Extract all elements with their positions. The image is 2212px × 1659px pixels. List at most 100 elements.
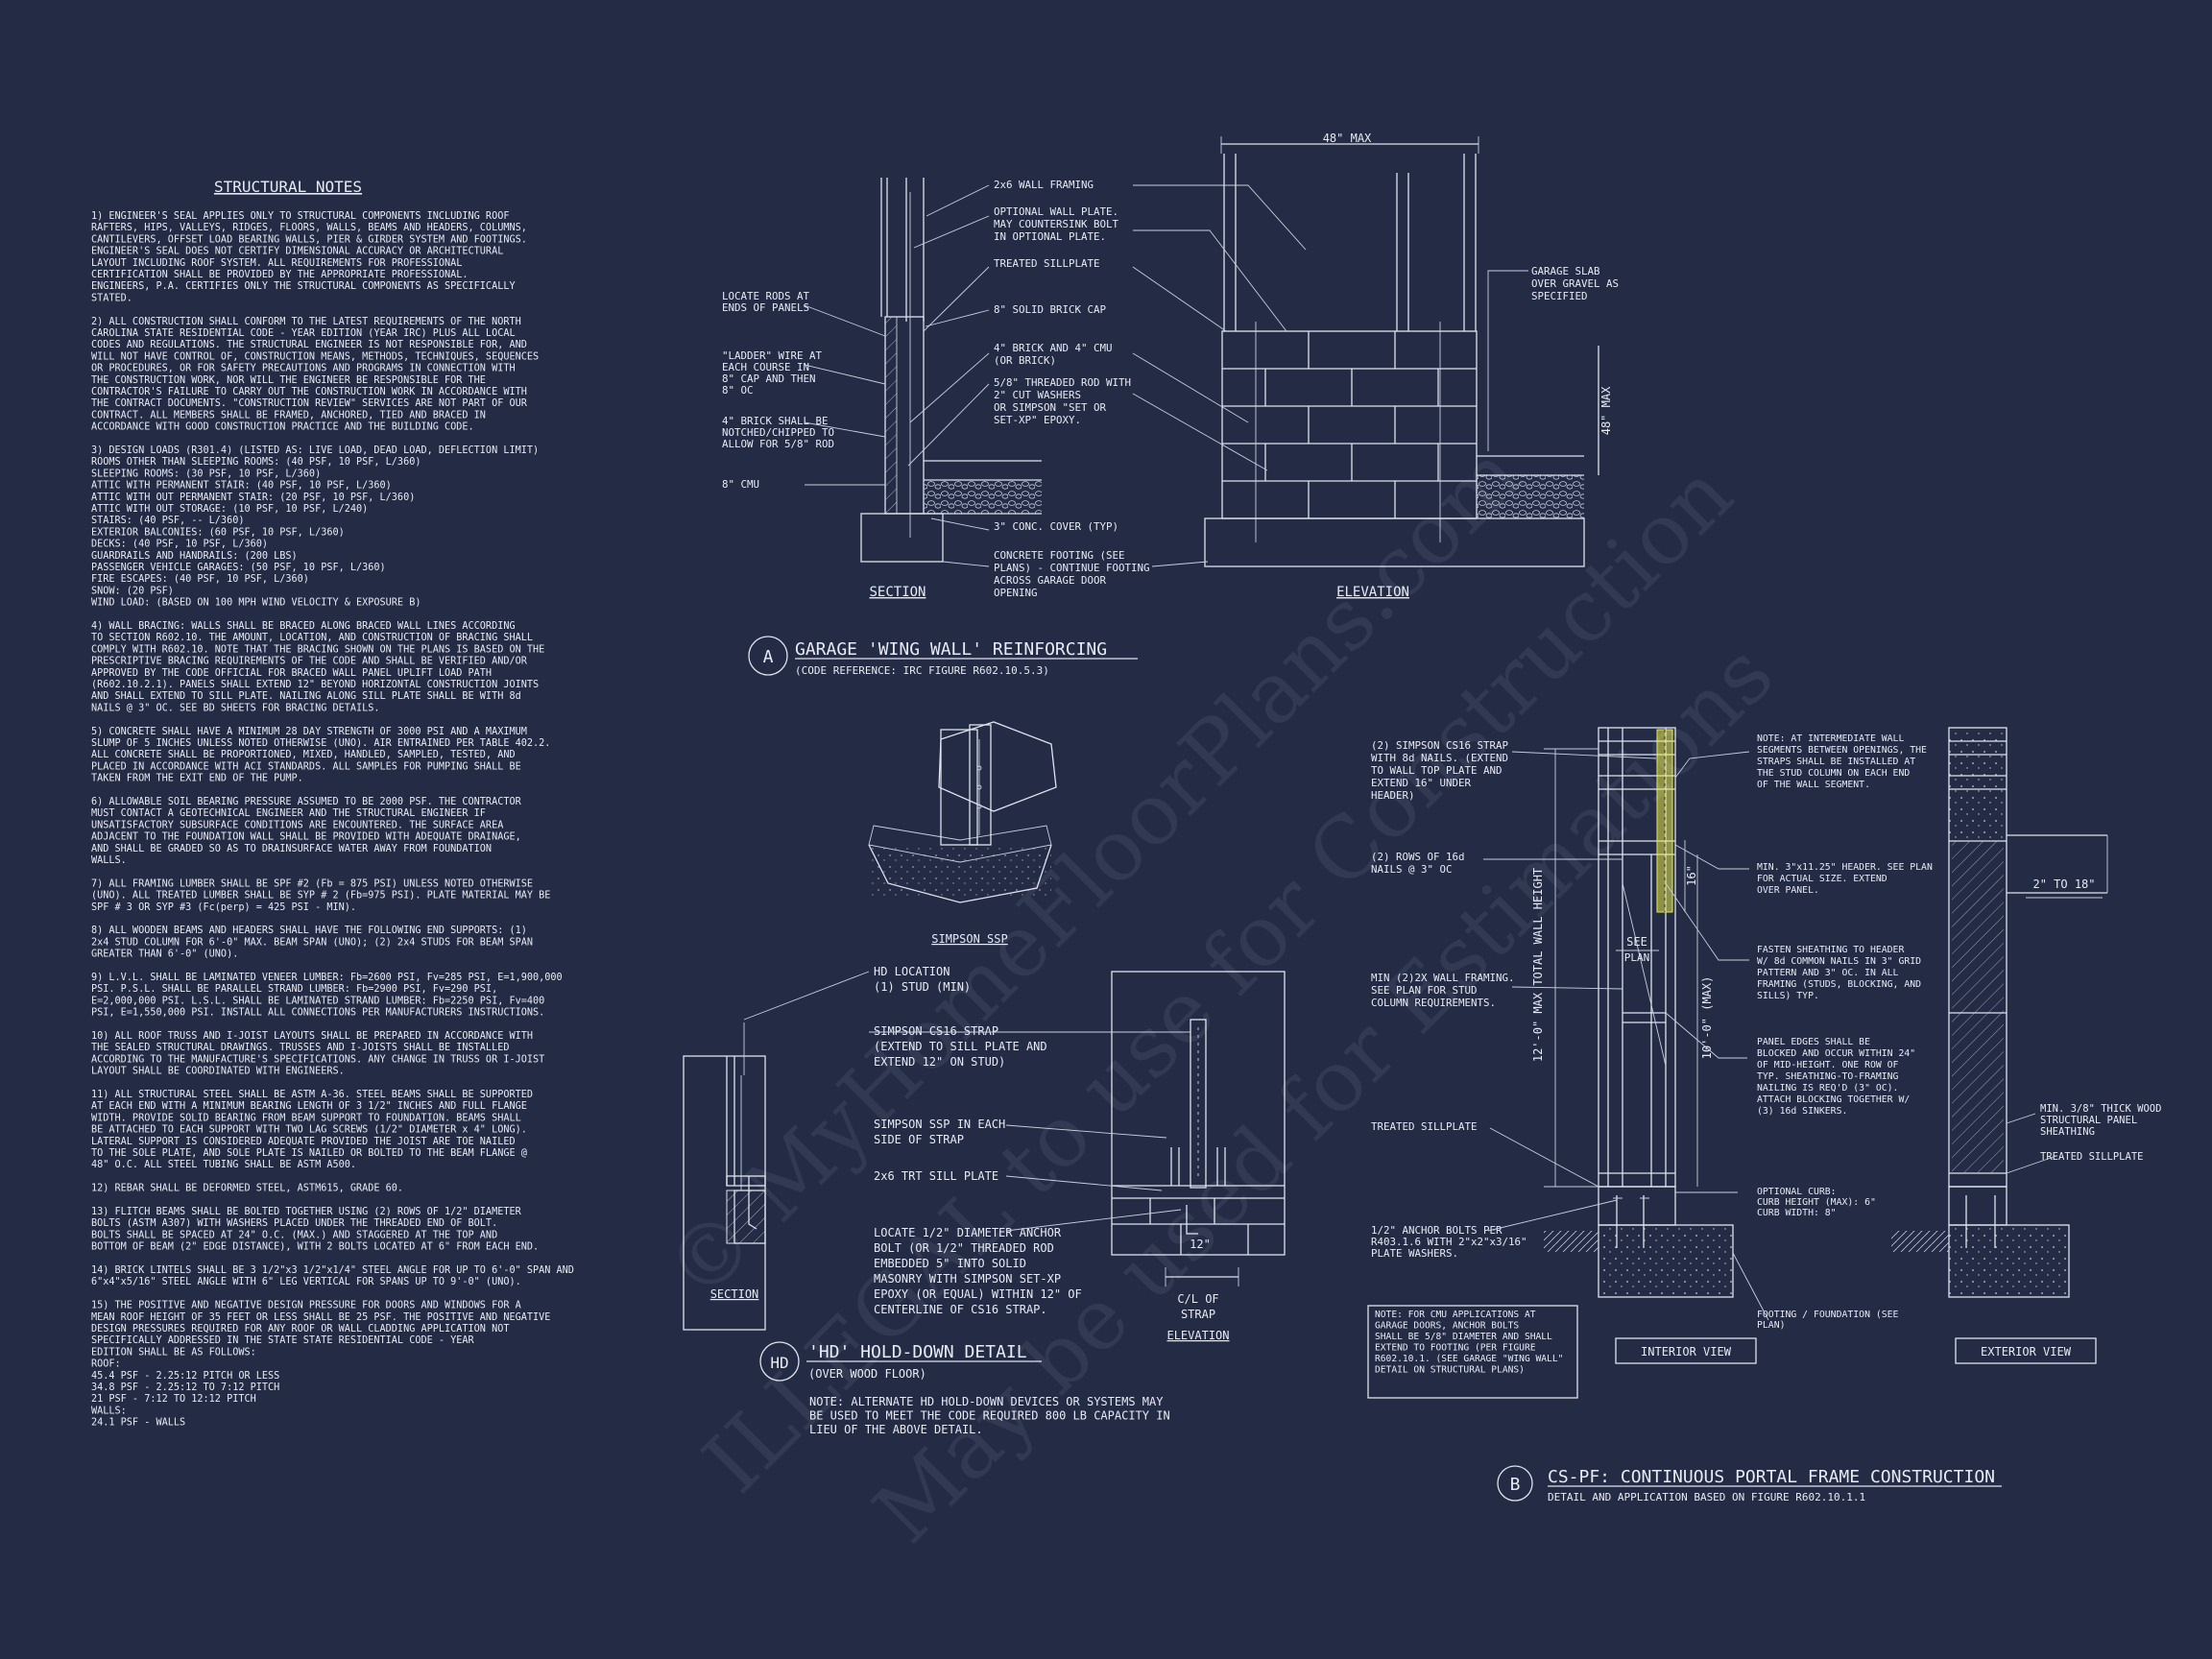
detail-hd-callout-line: (1) STUD (MIN): [874, 980, 971, 994]
detail-b-mid-line: STRAPS SHALL BE INSTALLED AT: [1757, 757, 1915, 767]
detail-b-mid-line: TYP. SHEATHING-TO-FRAMING: [1757, 1071, 1899, 1082]
detail-b-right-line: STRUCTURAL PANEL: [2040, 1115, 2137, 1126]
notes-line: 12) REBAR SHALL BE DEFORMED STEEL, ASTM6…: [91, 1184, 403, 1194]
notes-line: ENGINEERS, P.A. CERTIFIES ONLY THE STRUC…: [91, 281, 516, 292]
detail-b-left-line: NAILS @ 3" OC: [1371, 863, 1453, 876]
detail-a-elevation-label: ELEVATION: [1336, 585, 1409, 600]
detail-a-mid-line: 2" CUT WASHERS: [994, 389, 1081, 401]
detail-hd-note-line: BE USED TO MEET THE CODE REQUIRED 800 LB…: [809, 1409, 1170, 1423]
detail-b-mid-line: W/ 8d COMMON NAILS IN 3" GRID: [1757, 956, 1921, 967]
detail-hd-callout-line: EXTEND 12" ON STUD): [874, 1055, 1005, 1069]
detail-b-mid-line: PANEL EDGES SHALL BE: [1757, 1037, 1870, 1047]
notes-line: 2x4 STUD COLUMN FOR 6'-0" MAX. BEAM SPAN…: [91, 937, 533, 948]
detail-a-title-block: A GARAGE 'WING WALL' REINFORCING (CODE R…: [748, 636, 1138, 677]
detail-hd-callout-line: 2x6 TRT SILL PLATE: [874, 1169, 998, 1183]
detail-a-mid-line: MAY COUNTERSINK BOLT: [994, 218, 1119, 230]
detail-b-right-line: MIN. 3/8" THICK WOOD: [2040, 1103, 2161, 1115]
detail-a-left-line: LOCATE RODS AT: [722, 290, 810, 302]
notes-line: PRESCRIPTIVE BRACING REQUIREMENTS OF THE…: [91, 657, 528, 667]
notes-line: LATERAL SUPPORT IS CONSIDERED ADEQUATE P…: [91, 1137, 516, 1147]
detail-b-note-line: R602.10.1. (SEE GARAGE "WING WALL": [1375, 1354, 1563, 1364]
detail-hd-note: NOTE: ALTERNATE HD HOLD-DOWN DEVICES OR …: [809, 1395, 1170, 1436]
detail-a-left-line: 4" BRICK SHALL BE: [722, 415, 829, 427]
notes-line: 24.1 PSF - WALLS: [91, 1418, 185, 1429]
notes-line: CANTILEVERS, OFFSET LOAD BEARING WALLS, …: [91, 234, 527, 245]
detail-b-subtitle: DETAIL AND APPLICATION BASED ON FIGURE R…: [1548, 1491, 1865, 1503]
detail-hd-note-line: NOTE: ALTERNATE HD HOLD-DOWN DEVICES OR …: [809, 1395, 1164, 1408]
notes-line: ALL CONCRETE SHALL BE PROPORTIONED, MIXE…: [91, 750, 516, 760]
detail-b-left-line: (2) ROWS OF 16d: [1371, 851, 1465, 863]
detail-a-left-line: NOTCHED/CHIPPED TO: [722, 426, 834, 439]
detail-b-interior-drawing: 12'-0" MAX TOTAL WALL HEIGHT 10'-0" (MAX…: [1531, 727, 1757, 1364]
simpson-ssp-drawing: SIMPSON SSP: [868, 721, 1057, 946]
notes-line: 13) FLITCH BEAMS SHALL BE BOLTED TOGETHE…: [91, 1207, 522, 1217]
detail-b-right-line: TREATED SILLPLATE: [2040, 1151, 2143, 1163]
notes-line: DECKS: (40 PSF, 10 PSF, L/360): [91, 540, 268, 550]
notes-line: ATTIC WITH OUT STORAGE: (10 PSF, 10 PSF,…: [91, 504, 368, 515]
detail-hd-title-block: HD 'HD' HOLD-DOWN DETAIL (OVER WOOD FLOO…: [759, 1341, 1042, 1382]
detail-a-mid-line: IN OPTIONAL PLATE.: [994, 230, 1106, 243]
notes-line: PSI. P.S.L. SHALL BE PARALLEL STRAND LUM…: [91, 984, 497, 995]
detail-a-left-line: 8" CAP AND THEN: [722, 373, 816, 385]
detail-hd-dim-note-1: C/L OF: [1177, 1292, 1218, 1306]
notes-line: ROOF:: [91, 1359, 121, 1370]
detail-hd-leaders: [743, 971, 1190, 1232]
notes-line: WIND LOAD: (BASED ON 100 MPH WIND VELOCI…: [91, 598, 421, 609]
notes-line: CONTRACT. ALL MEMBERS SHALL BE FRAMED, A…: [91, 410, 486, 421]
detail-a-mid-line: ACROSS GARAGE DOOR: [994, 574, 1107, 587]
detail-a-section-drawing: SECTION: [860, 178, 1042, 600]
detail-b-mid-line: (3) 16d SINKERS.: [1757, 1106, 1847, 1117]
notes-line: 2) ALL CONSTRUCTION SHALL CONFORM TO THE…: [91, 317, 521, 327]
notes-line: AT EACH END WITH A MINIMUM BEARING LENGT…: [91, 1101, 527, 1112]
detail-b-see-plan-2: PLAN: [1624, 951, 1650, 964]
notes-line: ADJACENT TO THE FOUNDATION WALL SHALL BE…: [91, 832, 521, 843]
notes-line: ACCORDANCE WITH GOOD CONSTRUCTION PRACTI…: [91, 422, 474, 433]
notes-line: 7) ALL FRAMING LUMBER SHALL BE SPF #2 (F…: [91, 878, 533, 889]
detail-b-mid-line: CURB WIDTH: 8": [1757, 1208, 1837, 1218]
detail-b-left-line: COLUMN REQUIREMENTS.: [1371, 997, 1496, 1009]
notes-line: 48" O.C. ALL STEEL TUBING SHALL BE ASTM …: [91, 1160, 356, 1170]
detail-b-note-line: NOTE: FOR CMU APPLICATIONS AT: [1375, 1310, 1536, 1320]
detail-hd-callout-line: SIMPSON CS16 STRAP: [874, 1024, 998, 1038]
detail-b-left-line: 1/2" ANCHOR BOLTS PER: [1371, 1224, 1503, 1237]
notes-line: WIDTH. PROVIDE SOLID BEARING FROM BEAM S…: [91, 1113, 521, 1123]
detail-hd-dim-note-2: STRAP: [1181, 1308, 1215, 1321]
detail-b-title: CS-PF: CONTINUOUS PORTAL FRAME CONSTRUCT…: [1548, 1467, 1995, 1487]
detail-b-dim-wall: 10'-0" (MAX): [1700, 976, 1714, 1060]
detail-b-mid-line: NAILING IS REQ'D (3" OC).: [1757, 1083, 1898, 1094]
detail-a-mid-line: PLANS) - CONTINUE FOOTING: [994, 562, 1150, 574]
detail-hd-callout-line: EMBEDDED 5" INTO SOLID: [874, 1257, 1026, 1270]
detail-a-right-line: SPECIFIED: [1531, 290, 1588, 302]
notes-line: UNSATISFACTORY SUBSURFACE CONDITIONS ARE…: [91, 820, 503, 830]
detail-b-dim-2to18: 2" TO 18": [2032, 878, 2095, 891]
detail-b-left-line: MIN (2)2X WALL FRAMING.: [1371, 972, 1515, 984]
detail-a-left-line: 8" CMU: [722, 478, 759, 491]
detail-b-mid-line: NOTE: AT INTERMEDIATE WALL: [1757, 733, 1904, 744]
notes-line: GREATER THAN 6'-0" (UNO).: [91, 950, 238, 960]
notes-line: TO THE SOLE PLATE, AND SOLE PLATE IS NAI…: [91, 1148, 527, 1159]
detail-hd-callout-line: CENTERLINE OF CS16 STRAP.: [874, 1303, 1047, 1316]
detail-b-left-line: (2) SIMPSON CS16 STRAP: [1371, 739, 1509, 752]
notes-line: 45.4 PSF - 2.25:12 PITCH OR LESS: [91, 1371, 279, 1382]
notes-line: BOTTOM OF BEAM (2" EDGE DISTANCE), WITH …: [91, 1242, 539, 1253]
detail-b-mid-line: OVER PANEL.: [1757, 885, 1819, 896]
detail-a-mid-line: (OR BRICK): [994, 354, 1056, 367]
notes-line: WALLS.: [91, 855, 127, 866]
notes-line: 9) L.V.L. SHALL BE LAMINATED VENEER LUMB…: [91, 973, 563, 983]
detail-b-left-line: EXTEND 16" UNDER: [1371, 777, 1472, 789]
detail-hd-elevation-label: ELEVATION: [1166, 1329, 1229, 1342]
notes-line: OR PROCEDURES, OR FOR SAFETY PRECAUTIONS…: [91, 364, 516, 374]
detail-b-mid-line: FASTEN SHEATHING TO HEADER: [1757, 945, 1904, 955]
detail-a-mid-line: OPTIONAL WALL PLATE.: [994, 205, 1118, 218]
notes-line: APPROVED BY THE CODE OFFICIAL FOR BRACED…: [91, 668, 492, 679]
notes-line: ROOMS OTHER THAN SLEEPING ROOMS: (40 PSF…: [91, 457, 421, 468]
detail-a-left-line: "LADDER" WIRE AT: [722, 349, 823, 362]
notes-line: STATED.: [91, 293, 132, 303]
detail-b-note-line: SHALL BE 5/8" DIAMETER AND SHALL: [1375, 1332, 1552, 1342]
detail-a-title: GARAGE 'WING WALL' REINFORCING: [795, 639, 1107, 660]
detail-a-elevation-drawing: 48" MAX 48" MAX ELEVATION: [1204, 132, 1613, 600]
notes-line: (R602.10.2.1). PANELS SHALL EXTEND 12" B…: [91, 680, 539, 690]
notes-line: (UNO). ALL TREATED LUMBER SHALL BE SYP #…: [91, 891, 550, 902]
